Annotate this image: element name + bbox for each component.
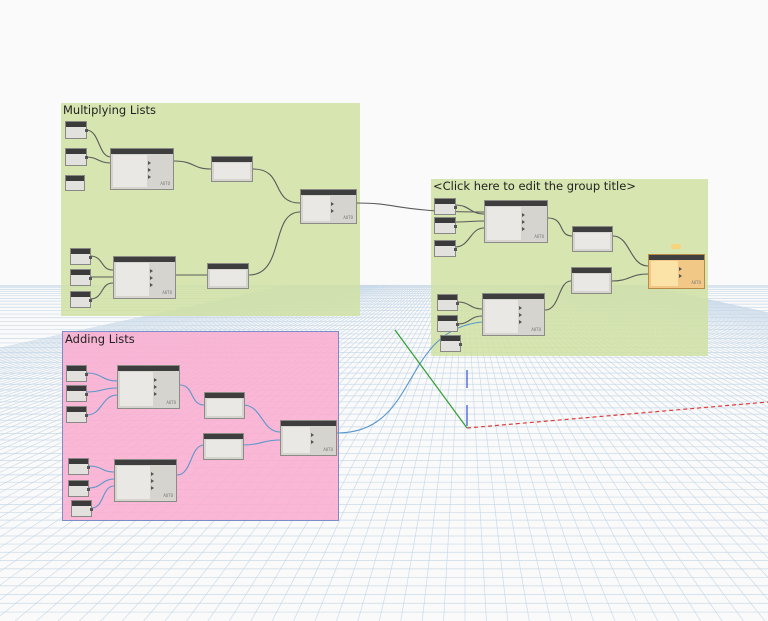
grid-line <box>0 284 296 353</box>
list-function-node[interactable]: AUTO <box>113 256 176 299</box>
grid-line <box>0 284 294 352</box>
grid-line <box>570 284 768 358</box>
add-node[interactable]: AUTO <box>280 420 337 456</box>
grid-line <box>581 284 768 347</box>
grid-line <box>563 284 768 365</box>
number-input-node[interactable] <box>66 406 88 423</box>
number-input-node[interactable] <box>66 385 88 402</box>
group-title[interactable]: <Click here to edit the group title> <box>433 179 636 193</box>
multiply-node[interactable] <box>572 226 613 252</box>
number-input-node[interactable] <box>434 240 457 257</box>
number-input-node[interactable] <box>434 198 457 215</box>
list-function-node[interactable]: AUTO <box>484 200 548 243</box>
grid-line <box>0 284 290 349</box>
number-input-node[interactable] <box>440 335 462 352</box>
result-node[interactable]: AUTO <box>648 254 705 289</box>
number-input-node[interactable] <box>65 175 85 191</box>
grid-line <box>566 284 768 363</box>
number-input-node[interactable] <box>70 248 92 265</box>
add-node[interactable] <box>204 392 245 419</box>
grid-line <box>0 284 292 350</box>
number-input-node[interactable] <box>71 500 93 517</box>
number-input-node[interactable] <box>65 121 88 139</box>
number-input-node[interactable] <box>68 458 90 475</box>
group-title[interactable]: Adding Lists <box>65 332 135 346</box>
warning-marker[interactable] <box>671 244 681 249</box>
grid-line <box>574 284 768 353</box>
list-function-node[interactable]: AUTO <box>117 365 180 409</box>
number-input-node[interactable] <box>434 217 457 234</box>
grid-line <box>583 284 768 345</box>
grid-line <box>572 284 768 355</box>
list-function-node[interactable]: AUTO <box>482 293 545 336</box>
number-input-node[interactable] <box>68 480 90 497</box>
multiply-node[interactable] <box>211 156 253 182</box>
grid-line <box>579 284 768 349</box>
number-input-node[interactable] <box>437 315 459 332</box>
list-function-node[interactable]: AUTO <box>110 148 174 190</box>
number-input-node[interactable] <box>70 291 92 308</box>
number-input-node[interactable] <box>437 294 459 311</box>
number-input-node[interactable] <box>70 269 92 286</box>
grid-line <box>0 284 303 357</box>
number-input-node[interactable] <box>65 148 88 166</box>
multiply-node[interactable] <box>207 263 249 289</box>
grid-line <box>0 284 301 356</box>
grid-line <box>577 284 768 351</box>
multiply-node[interactable]: AUTO <box>300 189 357 224</box>
list-function-node[interactable]: AUTO <box>114 459 177 502</box>
grid-line <box>568 284 768 360</box>
number-input-node[interactable] <box>66 365 88 382</box>
add-node[interactable] <box>203 433 244 460</box>
grid-line <box>0 284 298 354</box>
add-node[interactable] <box>571 267 612 294</box>
group-title[interactable]: Multiplying Lists <box>63 103 156 117</box>
